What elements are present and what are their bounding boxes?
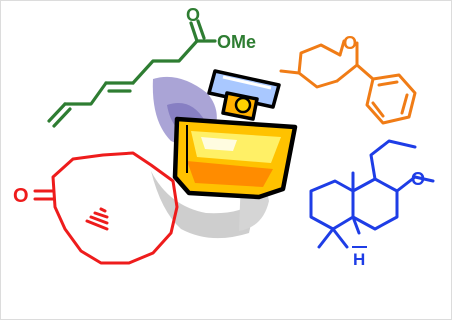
ketone-o: O [13,185,29,207]
h-bond [351,215,361,235]
macrocyclic-ketone [33,151,179,265]
bond [355,63,375,81]
bottle-facet-dark [187,161,273,187]
phenyl-tetrahydropyran [279,39,417,125]
methyl [317,227,335,249]
ambroxide-skeleton [309,139,435,249]
chain [63,81,108,106]
bottle-shadow [151,171,257,239]
bottle-cap-glint [222,75,272,90]
methyl-hash [85,219,109,231]
bond [335,63,359,83]
aromatic [371,101,385,118]
bond [189,21,199,43]
pyran-ring-o: O [343,33,357,53]
methyl-hash [93,211,109,219]
ring-a [309,179,355,231]
chain [131,39,199,85]
ring [297,43,342,89]
methyl-ester-chain [47,19,217,128]
ring-b [351,177,399,231]
bond [395,175,417,193]
bottle-cap [207,69,281,109]
ring-c [369,139,417,181]
methyl-hash [99,207,107,213]
ambrox-ring-o: O [411,169,425,189]
bond [338,39,346,57]
methyl [279,69,301,75]
phenyl-ring [365,73,417,125]
bond [47,102,67,123]
ambrox-h: H [353,250,365,269]
methyl [331,227,349,249]
bond [196,19,206,40]
perfume-bottle-icon [151,69,298,239]
methyl-hash [89,215,109,225]
methyl [413,175,435,183]
bond [52,107,72,128]
macro-ring [51,151,179,265]
ester-ome: OMe [217,32,256,52]
aromatic [377,80,399,87]
ester-carbonyl-o: O [186,5,200,25]
bottle-neck-knob [234,96,252,114]
bottle-facet-shine [201,137,237,151]
aromatic [400,93,409,115]
